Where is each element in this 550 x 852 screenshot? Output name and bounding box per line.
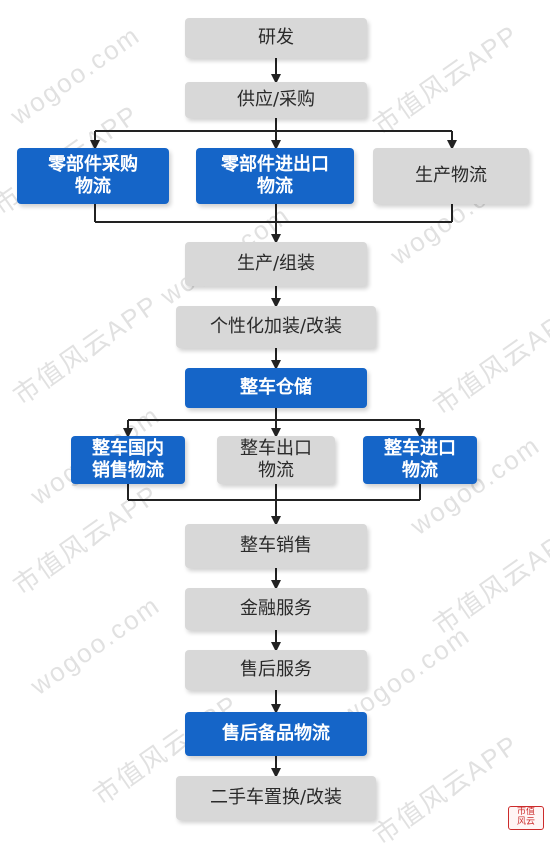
node-after-sales-parts-logistics: 售后备品物流 [185, 712, 367, 756]
node-customization: 个性化加装/改装 [176, 306, 376, 348]
node-domestic-sales-logistics: 整车国内 销售物流 [71, 436, 185, 484]
node-export-logistics: 整车出口 物流 [217, 436, 335, 484]
flow-connectors [90, 58, 457, 778]
node-financial-services: 金融服务 [185, 588, 367, 630]
node-production: 生产/组装 [185, 242, 367, 286]
logo-stamp: 市值 风云 [508, 806, 544, 830]
node-parts-import-export: 零部件进出口 物流 [196, 148, 354, 204]
node-supply: 供应/采购 [185, 82, 367, 118]
node-production-logistics: 生产物流 [373, 148, 529, 204]
node-rd: 研发 [185, 18, 367, 58]
node-parts-purchase: 零部件采购 物流 [17, 148, 169, 204]
node-used-car-trade-in: 二手车置换/改装 [176, 776, 376, 820]
node-vehicle-sales: 整车销售 [185, 524, 367, 568]
node-after-sales-service: 售后服务 [185, 650, 367, 690]
node-import-logistics: 整车进口 物流 [363, 436, 477, 484]
node-vehicle-storage: 整车仓储 [185, 368, 367, 408]
